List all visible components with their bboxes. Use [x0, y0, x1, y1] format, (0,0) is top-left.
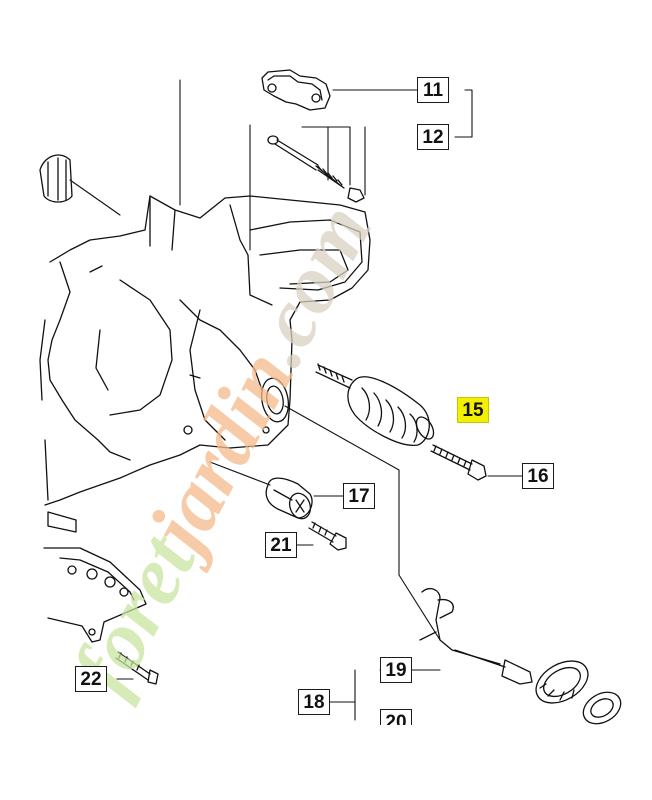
part-11-bracket: [261, 69, 331, 111]
callout-21: 21: [265, 532, 297, 558]
part-17-bushing: [265, 477, 313, 520]
main-housing: [39, 154, 371, 506]
part-19-cable: [419, 588, 533, 685]
callout-15: 15: [457, 397, 489, 423]
part-20-rings: [535, 660, 622, 725]
callout-18: 18: [298, 689, 330, 715]
callout-20: 20: [380, 709, 412, 725]
part-15-buffer: [315, 363, 435, 446]
callout-22: 22: [75, 666, 107, 692]
callout-19: 19: [380, 657, 412, 683]
part-22-plate: [43, 511, 159, 685]
callout-12: 12: [417, 124, 449, 150]
part-12-screw-spring: [267, 135, 365, 203]
part-21-screw: [308, 521, 347, 551]
leader-lines: [69, 79, 523, 721]
callout-17: 17: [343, 483, 375, 509]
callout-11: 11: [417, 77, 449, 103]
callout-16: 16: [522, 463, 554, 489]
part-16-screw: [430, 444, 487, 481]
